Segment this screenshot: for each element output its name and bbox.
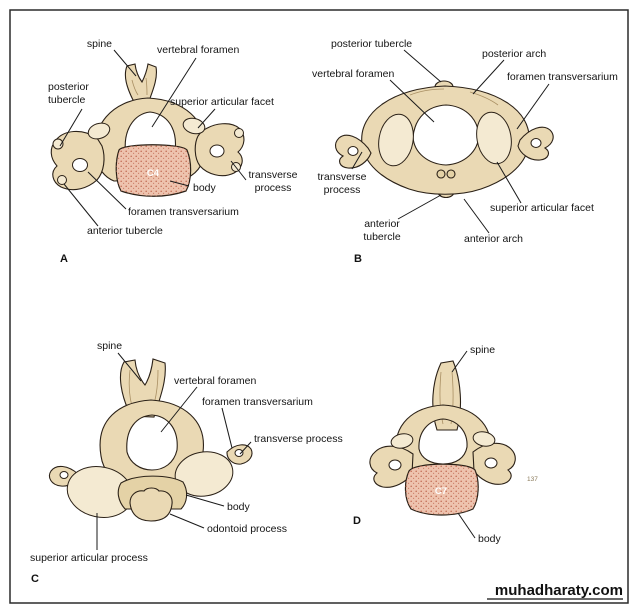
label-a-vertebral-foramen: vertebral foramen — [157, 44, 239, 56]
panel-a: C4 spine vertebral foramen posterior tub… — [48, 38, 298, 265]
label-c-body: body — [227, 501, 251, 513]
axis-foramen-transversarium-left — [59, 471, 69, 479]
c4-foramen-transversarium-right — [209, 144, 225, 158]
leader-c-spine — [117, 352, 142, 382]
label-c-spine: spine — [97, 340, 122, 352]
leader-b-vertebral-foramen — [389, 79, 435, 123]
label-b-anterior-tubercle-1: anterior — [364, 218, 400, 230]
leader-a-body — [169, 180, 190, 187]
panel-a-letter: A — [60, 253, 68, 265]
c7-foramen-transversarium-right — [484, 457, 498, 469]
watermark-link[interactable]: muhadharaty.com — [487, 582, 623, 600]
c7-body-stipple — [405, 464, 479, 515]
label-a-transverse-process-2: process — [255, 182, 292, 194]
label-b-posterior-arch: posterior arch — [482, 48, 546, 60]
atlas-foramen-transversarium-left — [347, 146, 359, 156]
panel-d: C7 137 spine body D — [353, 344, 538, 545]
panel-c: spine vertebral foramen foramen transver… — [30, 340, 343, 585]
label-a-body: body — [193, 182, 217, 194]
label-b-anterior-tubercle-2: tubercle — [363, 231, 401, 243]
panel-b: posterior tubercle posterior arch verteb… — [312, 38, 618, 265]
label-b-vertebral-foramen: vertebral foramen — [312, 68, 394, 80]
atlas-foramen-transversarium-right — [530, 138, 542, 148]
leader-a-posterior-tubercle — [59, 108, 83, 147]
label-c-vertebral-foramen: vertebral foramen — [174, 375, 256, 387]
leader-b-anterior-tubercle — [397, 194, 442, 220]
c7-superior-articular-facet-left — [390, 433, 414, 449]
leader-b-posterior-tubercle — [403, 49, 442, 83]
leader-b-anterior-arch — [463, 198, 490, 234]
axis-odontoid-process — [129, 487, 173, 522]
c4-left-posterior-tubercle — [52, 138, 64, 150]
leader-a-foramen-transversarium — [87, 171, 127, 210]
panel-b-letter: B — [354, 253, 362, 265]
label-b-anterior-arch: anterior arch — [464, 233, 523, 245]
panel-c-letter: C — [31, 573, 39, 585]
leader-c-transverse-process — [239, 441, 252, 455]
leader-a-vertebral-foramen — [151, 57, 197, 128]
figure-border — [9, 9, 629, 604]
label-b-posterior-tubercle: posterior tubercle — [331, 38, 412, 50]
label-c-odontoid-process: odontoid process — [207, 523, 287, 535]
label-b-superior-articular-facet: superior articular facet — [490, 202, 594, 214]
label-a-transverse-process-1: transverse — [248, 169, 297, 181]
label-a-posterior-tubercle-1: posterior — [48, 81, 89, 93]
leader-a-superior-articular-facet — [197, 108, 216, 129]
leader-c-foramen-transversarium — [221, 407, 233, 449]
c4-left-anterior-tubercle — [57, 175, 67, 185]
label-c-superior-articular-process: superior articular process — [30, 552, 148, 564]
c4-right-posterior-tubercle — [234, 128, 244, 138]
c4-spine-hatching — [131, 77, 148, 96]
leader-c-vertebral-foramen — [160, 386, 198, 433]
label-d-body: body — [478, 533, 502, 545]
c4-foramen-transversarium-left — [72, 158, 88, 172]
watermark-text[interactable]: muhadharaty.com — [495, 582, 623, 599]
label-b-transverse-process-2: process — [324, 184, 361, 196]
figure-number: 137 — [527, 476, 538, 483]
leader-b-superior-articular-facet — [496, 161, 522, 204]
c7-superior-articular-facet-right — [472, 431, 496, 447]
leader-d-body — [457, 512, 476, 539]
atlas-superior-articular-facet-left — [378, 113, 414, 167]
label-b-transverse-process-1: transverse — [317, 171, 366, 183]
label-c-transverse-process: transverse process — [254, 433, 343, 445]
leader-b-transverse-process — [351, 151, 363, 170]
leader-a-spine — [113, 49, 137, 77]
leader-c-body — [185, 494, 225, 507]
c7-foramen-transversarium-left — [388, 459, 402, 471]
label-c-foramen-transversarium: foramen transversarium — [202, 396, 313, 408]
leader-c-odontoid-process — [169, 513, 205, 529]
label-a-posterior-tubercle-2: tubercle — [48, 94, 86, 106]
label-a-foramen-transversarium: foramen transversarium — [128, 206, 239, 218]
leader-b-foramen-transversarium — [516, 83, 550, 130]
atlas-anterior-arch-facet — [436, 169, 456, 179]
atlas-ring-hatching — [409, 88, 499, 106]
label-a-spine: spine — [87, 38, 112, 50]
c4-body-stipple — [116, 144, 191, 197]
axis-foramen-transversarium-right — [234, 449, 244, 457]
c4-body-tag: C4 — [147, 168, 160, 179]
label-b-foramen-transversarium: foramen transversarium — [507, 71, 618, 83]
panel-d-letter: D — [353, 515, 361, 527]
c4-superior-articular-facet-right — [182, 117, 206, 135]
leader-a-transverse-process — [230, 160, 247, 181]
label-a-anterior-tubercle: anterior tubercle — [87, 225, 163, 237]
leader-a-anterior-tubercle — [63, 183, 99, 227]
c7-body-tag: C7 — [435, 486, 447, 497]
leader-b-posterior-arch — [472, 59, 505, 95]
label-d-spine: spine — [470, 344, 495, 356]
label-a-superior-articular-facet: superior articular facet — [170, 96, 274, 108]
leader-d-spine — [451, 350, 468, 373]
c4-superior-articular-facet-left — [87, 122, 111, 140]
